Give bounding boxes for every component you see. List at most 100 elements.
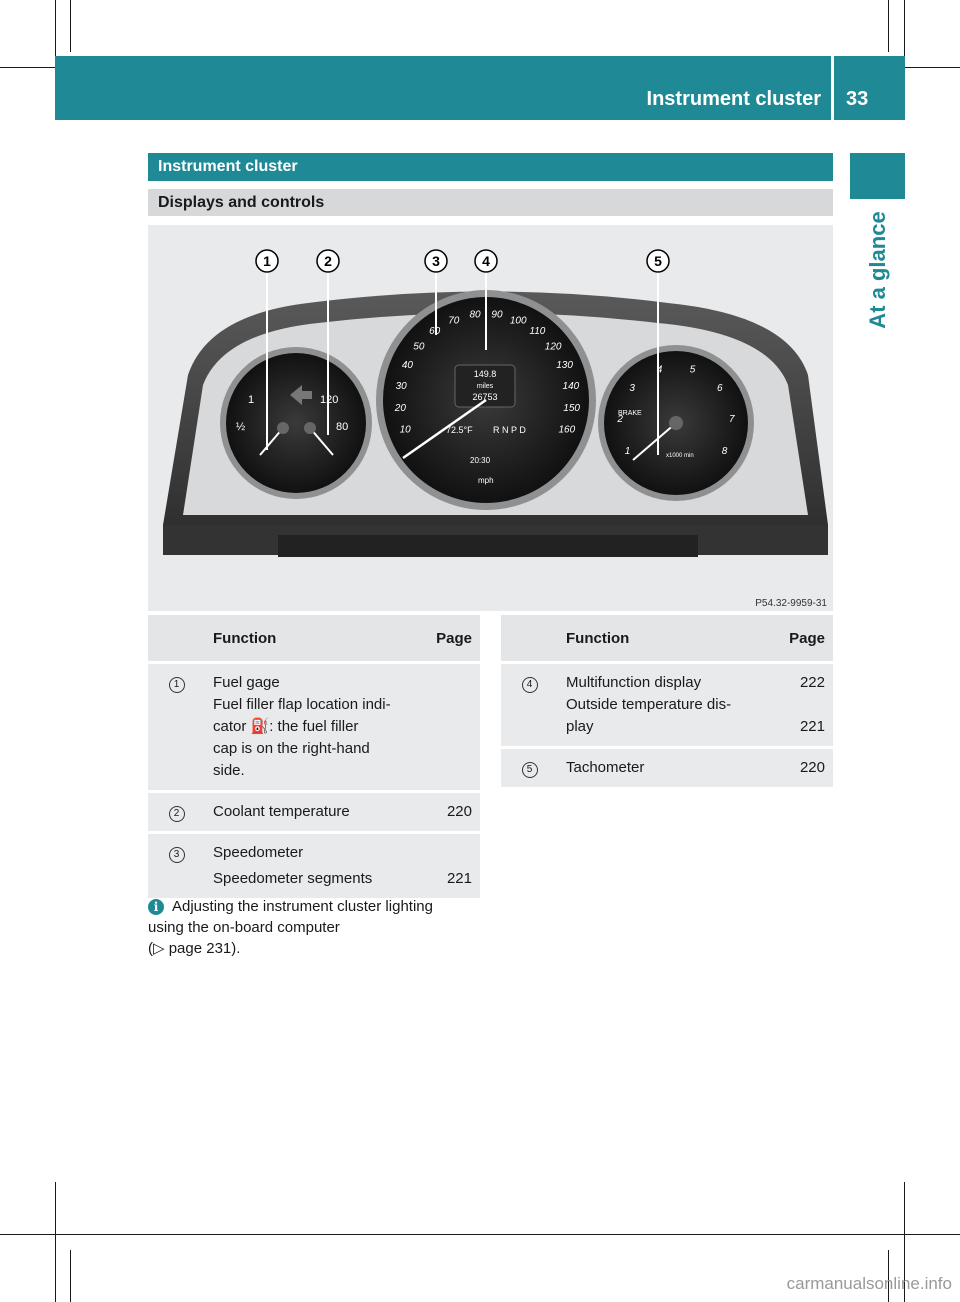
table-row: 1 Fuel gage Fuel filler flap location in… bbox=[148, 664, 480, 790]
callout-label: 3 bbox=[432, 253, 440, 269]
tick-label: 130 bbox=[556, 360, 573, 371]
note-line: (▷ page 231). bbox=[148, 940, 241, 957]
tick-label: 20 bbox=[394, 403, 407, 414]
info-icon: i bbox=[148, 899, 164, 915]
crop-mark bbox=[0, 1234, 960, 1235]
info-note: i Adjusting the instrument cluster lighti… bbox=[148, 896, 488, 959]
figure-code: P54.32-9959-31 bbox=[755, 598, 827, 609]
page-cell: 220 bbox=[414, 793, 480, 831]
table-row: 4 Multifunction display Outside temperat… bbox=[501, 664, 833, 746]
header-separator bbox=[831, 56, 834, 120]
speedometer: 149.8 miles 26753 72.5°F R N P D 20:30 m… bbox=[376, 290, 596, 510]
tick-label: 6 bbox=[717, 383, 723, 394]
tick-label: 4 bbox=[657, 364, 663, 375]
crop-mark bbox=[55, 1182, 56, 1302]
brake-label: BRAKE bbox=[618, 410, 642, 417]
col-function-header: Function bbox=[205, 615, 414, 661]
col-function-header: Function bbox=[558, 615, 767, 661]
callout-circle bbox=[424, 249, 448, 273]
crop-mark bbox=[70, 0, 71, 52]
callout-number: 1 bbox=[168, 677, 185, 693]
col-page-header: Page bbox=[414, 615, 480, 661]
function-line: Fuel filler flap location indi- bbox=[213, 696, 391, 713]
page-number: 33 bbox=[846, 88, 869, 110]
callout-circle bbox=[316, 249, 340, 273]
tick-label: 60 bbox=[429, 326, 441, 337]
page-cell bbox=[414, 664, 480, 790]
function-line: Tachometer bbox=[566, 759, 645, 776]
tick-label: 1 bbox=[625, 446, 631, 457]
callout-number: 3 bbox=[168, 847, 185, 863]
function-cell: Tachometer bbox=[558, 749, 767, 787]
row-number-cell: 2 bbox=[148, 793, 205, 831]
tick-label: 8 bbox=[722, 446, 728, 457]
outside-temperature: 72.5°F bbox=[446, 425, 473, 435]
trip-distance: 149.8 bbox=[474, 369, 497, 379]
tick-label: 140 bbox=[563, 381, 580, 392]
function-line: Multifunction display bbox=[566, 674, 702, 691]
table-row: 5 Tachometer 220 bbox=[501, 749, 833, 787]
table-row: 2 Coolant temperature 220 bbox=[148, 793, 480, 831]
callout-label: 4 bbox=[482, 253, 490, 269]
instrument-cluster-figure: 1 ½ 120 80 149.8 miles 26753 72.5°F R N … bbox=[148, 225, 833, 611]
callout-number: 4 bbox=[521, 677, 538, 693]
tick-label: 2 bbox=[616, 414, 623, 425]
coolant-tick-label: 120 bbox=[320, 394, 338, 406]
row-number-cell: 1 bbox=[148, 664, 205, 790]
tick-label: 3 bbox=[629, 383, 635, 394]
side-tab-label: At a glance bbox=[865, 211, 890, 329]
row-number-cell: 3 bbox=[148, 834, 205, 898]
crop-mark bbox=[904, 1182, 905, 1302]
cluster-illustration: 1 ½ 120 80 149.8 miles 26753 72.5°F R N … bbox=[163, 249, 828, 609]
fuel-tick-label: 1 bbox=[248, 394, 254, 406]
tick-label: 10 bbox=[400, 424, 412, 435]
tick-label: 150 bbox=[563, 403, 580, 414]
row-number-cell: 4 bbox=[501, 664, 558, 746]
odometer: 26753 bbox=[472, 392, 497, 402]
callout-circle bbox=[255, 249, 279, 273]
header-band bbox=[55, 56, 905, 120]
tick-label: 120 bbox=[545, 341, 562, 352]
page-cell: 220 bbox=[767, 749, 833, 787]
tick-label: 80 bbox=[469, 310, 481, 321]
function-line: side. bbox=[213, 762, 245, 779]
section-title: Instrument cluster bbox=[148, 153, 833, 181]
col-page-header: Page bbox=[767, 615, 833, 661]
rpm-unit: x1000 min bbox=[666, 453, 694, 459]
function-cell: Fuel gage Fuel filler flap location indi… bbox=[205, 664, 414, 790]
gear-indicator: R N P D bbox=[493, 425, 526, 435]
crop-mark bbox=[70, 1250, 71, 1302]
function-line: Coolant temperature bbox=[213, 803, 350, 820]
callout-label: 2 bbox=[324, 253, 332, 269]
note-line: using the on-board computer bbox=[148, 919, 340, 936]
function-table-right: Function Page 4 Multifunction display Ou… bbox=[501, 612, 833, 790]
crop-mark bbox=[888, 1250, 889, 1302]
col-num-header bbox=[148, 615, 205, 661]
callout-number: 2 bbox=[168, 806, 185, 822]
coolant-tick-label: 80 bbox=[336, 421, 348, 433]
watermark: carmanualsonline.info bbox=[786, 1274, 952, 1293]
callout-label: 1 bbox=[263, 253, 271, 269]
function-cell: Speedometer Speedometer segments bbox=[205, 834, 414, 898]
row-number-cell: 5 bbox=[501, 749, 558, 787]
note-line: Adjusting the instrument cluster lightin… bbox=[172, 898, 433, 915]
function-cell: Multifunction display Outside temperatur… bbox=[558, 664, 767, 746]
tick-label: 50 bbox=[413, 341, 425, 352]
page-ref: 221 bbox=[799, 718, 825, 735]
function-line: Speedometer segments bbox=[213, 870, 373, 887]
fuel-tick-label: ½ bbox=[236, 421, 245, 433]
tick-label: 100 bbox=[510, 315, 527, 326]
page-cell: 221 bbox=[414, 834, 480, 898]
callout-number: 5 bbox=[521, 762, 538, 778]
col-num-header bbox=[501, 615, 558, 661]
tick-label: 70 bbox=[448, 315, 460, 326]
tick-label: 110 bbox=[529, 326, 545, 337]
function-cell: Coolant temperature bbox=[205, 793, 414, 831]
callout-circle bbox=[646, 249, 670, 273]
tick-label: 90 bbox=[491, 310, 503, 321]
function-line: play bbox=[566, 718, 594, 735]
